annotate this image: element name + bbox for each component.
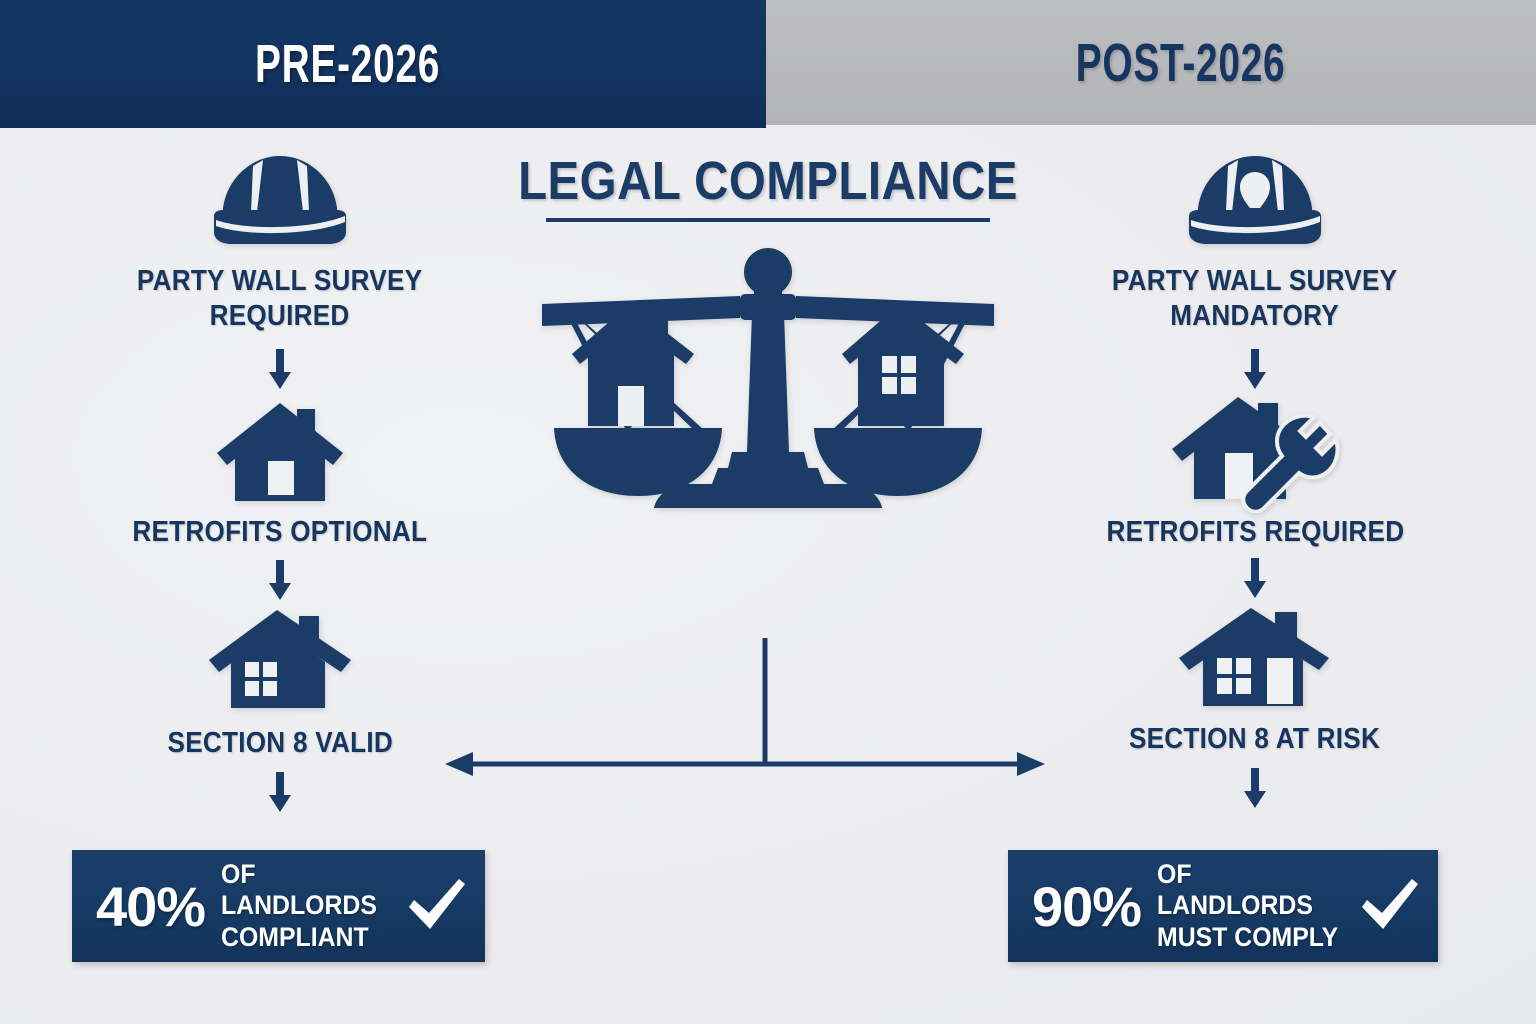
house-wrench-icon [1170, 391, 1340, 514]
post-arrow-2 [1244, 558, 1266, 599]
post-step-3-label: SECTION 8 AT RISK [1129, 723, 1381, 756]
pre-2026-column: PARTY WALL SURVEY REQUIRED RETROFITS OPT… [45, 128, 515, 812]
house-door-icon [215, 395, 345, 507]
pre-step-1-label: PARTY WALL SURVEY REQUIRED [137, 265, 423, 333]
center-panel: LEGAL COMPLIANCE [480, 150, 1056, 604]
pre-step-3-label: SECTION 8 VALID [167, 727, 393, 760]
scale-left-house [572, 304, 694, 426]
pre-arrow-1 [269, 348, 291, 389]
header-pre-2026-title: PRE-2026 [255, 34, 441, 94]
post-stat-text: OF LANDLORDS MUST COMPLY [1157, 859, 1339, 952]
pre-stat-text: OF LANDLORDS COMPLIANT [221, 859, 378, 952]
post-arrow-3 [1244, 767, 1266, 808]
post-arrow-1 [1244, 348, 1266, 389]
balance-scale-icon [508, 244, 1028, 604]
post-2026-column: PARTY WALL SURVEY MANDATORY RETROFITS RE… [1020, 128, 1490, 808]
pre-arrow-2 [269, 560, 291, 601]
header-post-2026-title: POST-2026 [1076, 32, 1286, 93]
post-stat-percent: 90% [1032, 874, 1142, 938]
house-window-door-icon [1175, 602, 1335, 712]
house-window-chimney-icon [205, 604, 355, 714]
hard-hat-lamp-icon [1175, 150, 1335, 250]
checkmark-icon [405, 877, 467, 935]
header-bar: PRE-2026 POST-2026 [0, 0, 1536, 128]
header-post-2026-panel: POST-2026 [766, 0, 1536, 125]
title-underline [546, 218, 990, 222]
post-step-2-label: RETROFITS REQUIRED [1106, 515, 1404, 548]
post-step-1-label: PARTY WALL SURVEY MANDATORY [1112, 265, 1398, 333]
pre-stat-percent: 40% [96, 874, 206, 938]
legal-compliance-title: LEGAL COMPLIANCE [518, 151, 1018, 211]
pre-step-2-label: RETROFITS OPTIONAL [132, 515, 428, 548]
header-pre-2026-panel: PRE-2026 [0, 0, 766, 128]
post-2026-stat-banner: 90% OF LANDLORDS MUST COMPLY [1008, 850, 1438, 962]
hard-hat-icon [200, 150, 360, 250]
pre-arrow-3 [269, 771, 291, 812]
checkmark-icon [1358, 877, 1420, 935]
pre-2026-stat-banner: 40% OF LANDLORDS COMPLIANT [72, 850, 485, 962]
